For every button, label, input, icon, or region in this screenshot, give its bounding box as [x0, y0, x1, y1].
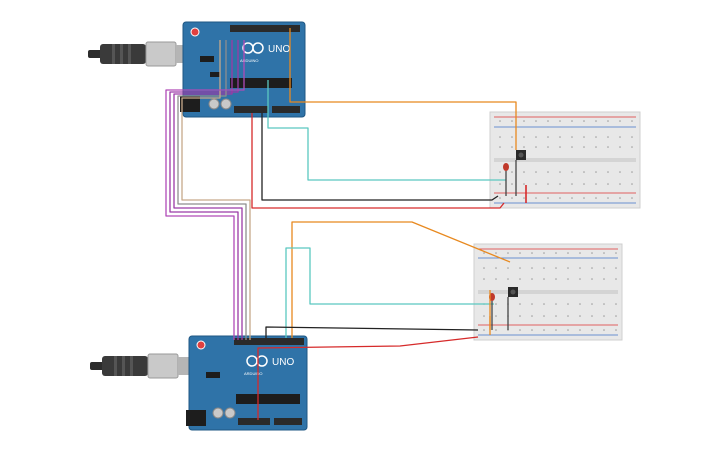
board-brand-text: ARDUINO — [240, 58, 258, 63]
wire-purple-2[interactable] — [173, 40, 243, 340]
arduino-uno-bottom[interactable]: UNO ARDUINO — [186, 335, 308, 431]
breadboard-bottom[interactable] — [473, 243, 623, 341]
arduino-uno-top[interactable]: UNO ARDUINO — [180, 21, 306, 118]
power-header[interactable] — [238, 418, 270, 425]
wire-red-top[interactable] — [251, 113, 505, 209]
digital-header[interactable] — [230, 25, 300, 32]
usb-cable-top[interactable] — [88, 41, 190, 67]
wire-cyan-top[interactable] — [267, 80, 506, 181]
reset-button[interactable] — [190, 27, 200, 37]
wire-purple-3[interactable] — [165, 40, 245, 340]
wire-cyan-bottom[interactable] — [285, 247, 494, 338]
wire-black-bottom[interactable] — [265, 326, 479, 338]
atmega-chip — [230, 78, 292, 88]
board-brand-text: ARDUINO — [244, 371, 262, 376]
wire-orange-top[interactable] — [289, 28, 517, 150]
digital-header[interactable] — [234, 338, 304, 345]
reset-button[interactable] — [196, 340, 206, 350]
atmega-chip — [236, 394, 300, 404]
wire-orange-bottom[interactable] — [291, 221, 511, 338]
wire-red-bottom[interactable] — [257, 336, 479, 420]
power-header[interactable] — [234, 106, 268, 113]
analog-header[interactable] — [274, 418, 302, 425]
wire-purple-1[interactable] — [169, 40, 239, 340]
wire-tan-1[interactable] — [181, 40, 251, 340]
power-jack — [186, 410, 206, 426]
wire-black-top[interactable] — [261, 113, 499, 201]
breadboard-top[interactable] — [489, 111, 641, 209]
analog-header[interactable] — [272, 106, 300, 113]
led-red[interactable] — [503, 163, 509, 171]
board-logo-text: UNO — [272, 357, 294, 368]
wire-gray-1[interactable] — [177, 40, 247, 340]
usb-cable-bottom[interactable] — [90, 353, 192, 379]
board-logo-text: UNO — [268, 44, 290, 55]
power-jack — [180, 96, 200, 112]
